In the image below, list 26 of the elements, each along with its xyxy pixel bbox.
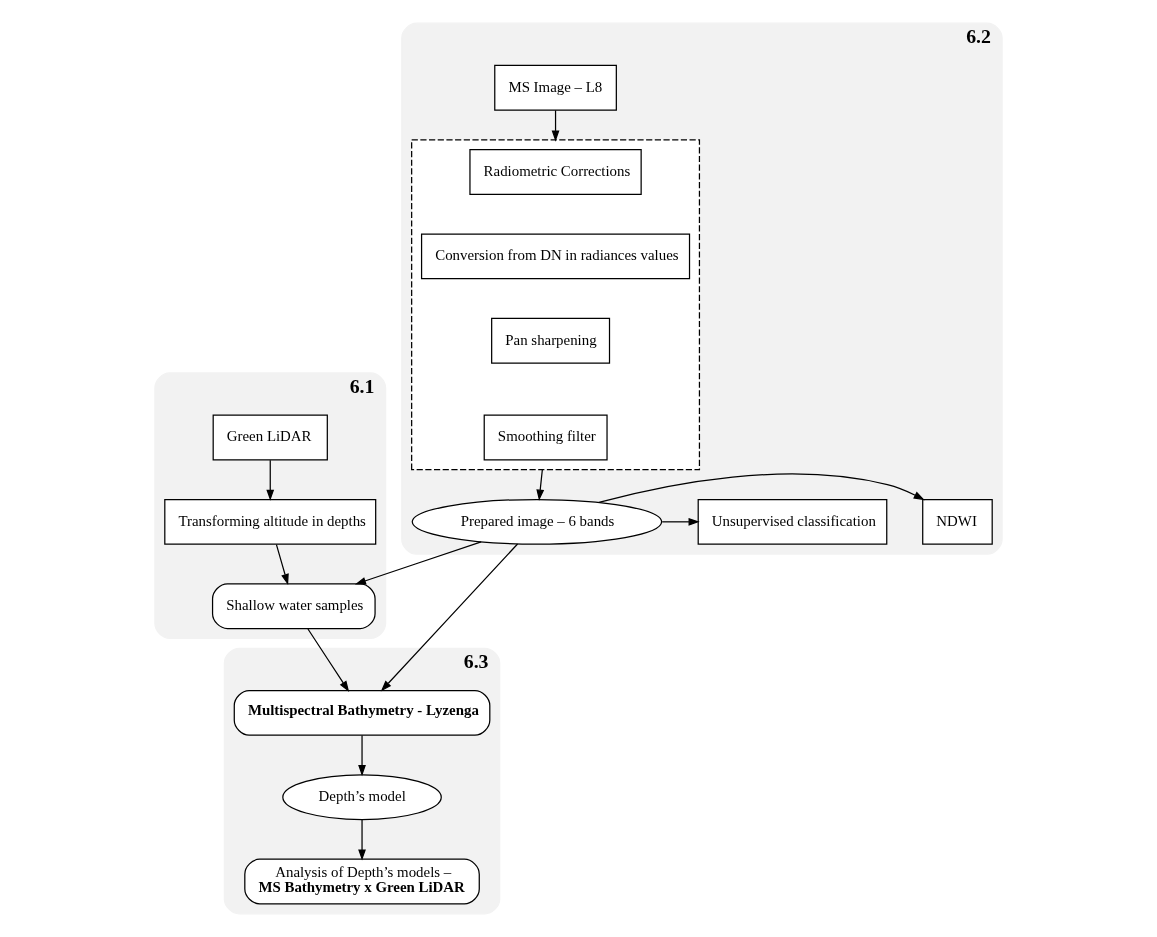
cluster: [411, 139, 701, 471]
node-box: MS Image – L8: [494, 64, 617, 111]
node-box: Green LiDAR: [212, 414, 328, 461]
arrow: [598, 473, 925, 504]
arrow: [551, 109, 560, 142]
node-ellipse: Prepared image – 6 bands: [411, 498, 663, 545]
node-box: Smoothing filter: [483, 414, 608, 461]
arrow: [358, 735, 366, 777]
node-box: Unsupervised classification: [697, 498, 888, 545]
arrow: [266, 459, 275, 501]
arrow: [380, 543, 519, 692]
node-box: NDWI: [922, 498, 993, 545]
arrow: [307, 628, 350, 692]
node-box: Multispectral Bathymetry - Lyzenga: [233, 689, 491, 736]
arrow: [536, 469, 545, 501]
node-box: Conversion from DN in radiances values: [420, 233, 691, 280]
arrow: [354, 541, 482, 585]
arrow: [275, 543, 289, 586]
arrow: [358, 819, 366, 861]
node-box: Transforming altitude in depths: [164, 498, 377, 545]
arrow: [661, 517, 700, 526]
node-box: Analysis of Depth’s models – MS Bathymetry x Green LiDAR: [244, 858, 480, 905]
node-box: Pan sharpening: [491, 317, 611, 364]
node-ellipse: Depth’s model: [282, 774, 442, 821]
node-box: Shallow water samples: [211, 583, 376, 630]
node-box: Radiometric Corrections: [469, 149, 642, 195]
